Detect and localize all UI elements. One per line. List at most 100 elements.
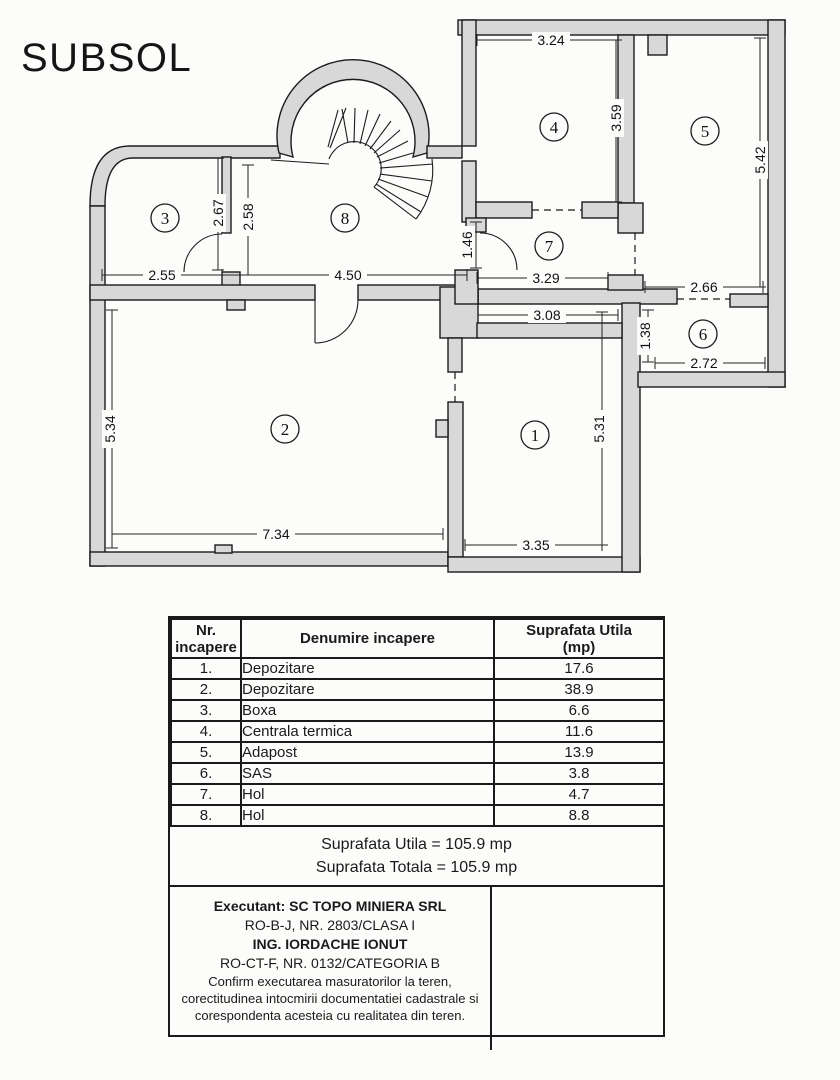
confirmation-text: corespondenta acesteia cu realitatea din… [194, 1008, 466, 1023]
dimension-label: 3.35 [517, 537, 555, 553]
dimension-label: 2.58 [240, 198, 256, 236]
header-suprafata: Suprafata Utila(mp) [493, 618, 665, 659]
header-line: Nr. [195, 621, 216, 639]
room-name: Hol [240, 783, 495, 806]
confirmation-text: corectitudinea intocmirii documentatiei … [181, 991, 479, 1006]
room-name: Depozitare [240, 657, 495, 680]
dimension-label: 1.38 [637, 317, 653, 355]
room-name: Hol [240, 804, 495, 827]
dim-3-59: 3.59 [608, 104, 624, 131]
room-number-label: 8 [341, 209, 350, 228]
dimension-label: 2.67 [210, 194, 226, 232]
dashed-openings [454, 209, 730, 402]
dimension-label: 3.59 [608, 99, 624, 137]
door-arcs [183, 232, 518, 344]
dim-3-35: 3.35 [522, 537, 549, 553]
dimension-label: 2.55 [143, 267, 181, 283]
room-number-label: 3 [161, 209, 170, 228]
dim-2-67: 2.67 [210, 199, 226, 226]
floorplan-drawing: 3.24 3.59 5.42 2.67 2.58 2.55 4.50 1.46 … [89, 19, 786, 573]
room-number-label: 4 [550, 118, 559, 137]
spiral-staircase [270, 107, 434, 220]
total-totala: Suprafata Totala = 105.9 mp [315, 859, 518, 876]
header-line: Suprafata Utila [526, 621, 632, 639]
header-line: incapere [175, 638, 237, 656]
room-nr: 8. [170, 804, 242, 827]
room-number-label: 5 [701, 122, 710, 141]
header-denumire: Denumire incapere [240, 618, 495, 659]
dim-4-50: 4.50 [334, 267, 361, 283]
dim-1-46: 1.46 [459, 231, 475, 258]
total-utila: Suprafata Utila = 105.9 mp [321, 836, 512, 853]
area-table: Nr.incapere Denumire incapere Suprafata … [168, 616, 665, 1050]
room-marker-7: 7 [534, 231, 564, 261]
room-name: Adapost [240, 741, 495, 764]
executant-details: Executant: SC TOPO MINIERA SRL RO-B-J, N… [170, 887, 492, 1050]
room-marker-3: 3 [150, 203, 180, 233]
room-number-label: 6 [699, 325, 708, 344]
room-area-table: Nr.incapere Denumire incapere Suprafata … [170, 618, 665, 827]
room-number-label: 2 [281, 420, 290, 439]
room-area: 3.8 [493, 762, 665, 785]
dim-2-66: 2.66 [690, 279, 717, 295]
room-number-label: 1 [531, 426, 540, 445]
engineer-authorization: RO-CT-F, NR. 0132/CATEGORIA B [220, 955, 440, 971]
totals-section: Suprafata Utila = 105.9 mp Suprafata Tot… [170, 827, 663, 887]
executant-company: Executant: SC TOPO MINIERA SRL [213, 898, 447, 914]
room-marker-5: 5 [690, 116, 720, 146]
header-nr-incapere: Nr.incapere [170, 618, 242, 659]
room-markers: 1 2 3 4 5 6 7 8 [150, 112, 720, 450]
dimension-labels: 3.24 3.59 5.42 2.67 2.58 2.55 4.50 1.46 … [102, 32, 768, 553]
room-area: 4.7 [493, 783, 665, 806]
dimension-label: 1.46 [459, 226, 475, 264]
room-area: 17.6 [493, 657, 665, 680]
dim-5-42: 5.42 [752, 146, 768, 173]
dim-3-24: 3.24 [537, 32, 564, 48]
executant-section: Executant: SC TOPO MINIERA SRL RO-B-J, N… [170, 887, 663, 1050]
signature-area [492, 887, 663, 1050]
room-area: 8.8 [493, 804, 665, 827]
executant-authorization: RO-B-J, NR. 2803/CLASA I [244, 917, 416, 933]
dim-5-31: 5.31 [591, 415, 607, 442]
dim-2-55: 2.55 [148, 267, 175, 283]
room-nr: 5. [170, 741, 242, 764]
room-marker-1: 1 [520, 420, 550, 450]
dim-3-29: 3.29 [532, 270, 559, 286]
dimension-label: 2.66 [685, 279, 723, 295]
dim-2-72: 2.72 [690, 355, 717, 371]
confirmation-text: Confirm executarea masuratorilor la tere… [208, 974, 452, 989]
dim-1-38: 1.38 [637, 322, 653, 349]
room-area: 11.6 [493, 720, 665, 743]
room-nr: 3. [170, 699, 242, 722]
room-name: SAS [240, 762, 495, 785]
room-marker-6: 6 [688, 319, 718, 349]
room-nr: 6. [170, 762, 242, 785]
dimension-label: 3.08 [528, 307, 566, 323]
room-area: 13.9 [493, 741, 665, 764]
dim-3-08: 3.08 [533, 307, 560, 323]
executant-engineer: ING. IORDACHE IONUT [252, 936, 408, 952]
room-name: Boxa [240, 699, 495, 722]
room-area: 6.6 [493, 699, 665, 722]
dimension-label: 3.29 [527, 270, 565, 286]
dim-2-58: 2.58 [240, 203, 256, 230]
room-nr: 4. [170, 720, 242, 743]
dimension-label: 5.31 [591, 410, 607, 448]
dim-7-34: 7.34 [262, 526, 289, 542]
dimension-label: 3.24 [532, 32, 570, 48]
dimension-label: 2.72 [685, 355, 723, 371]
room-nr: 1. [170, 657, 242, 680]
dimension-label: 5.42 [752, 141, 768, 179]
room-marker-8: 8 [330, 203, 360, 233]
room-number-label: 7 [545, 237, 554, 256]
room-marker-2: 2 [270, 414, 300, 444]
